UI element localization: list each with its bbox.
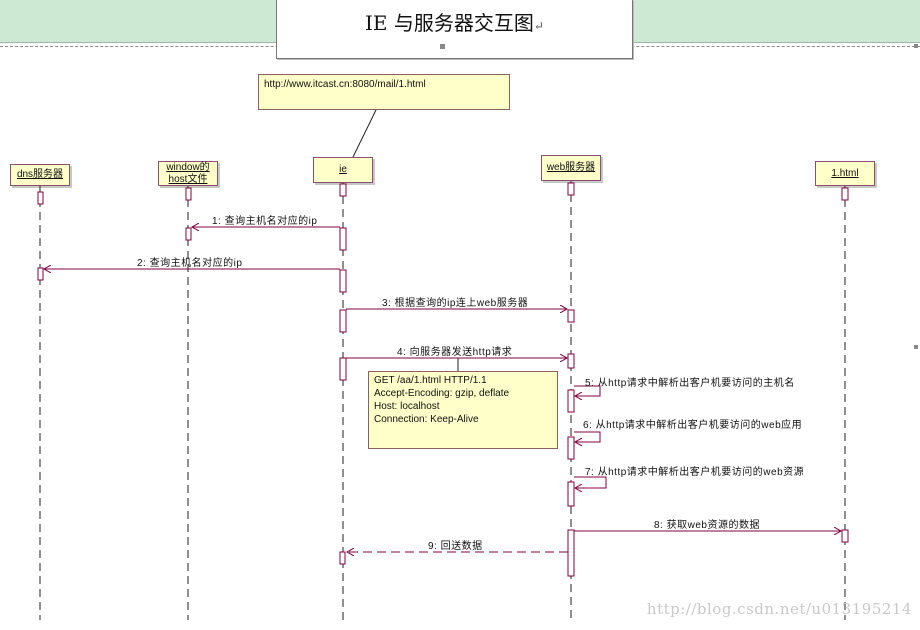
activation-web-4[interactable] <box>567 353 575 369</box>
actor-ie[interactable]: ie <box>313 157 373 183</box>
url-note[interactable]: http://www.itcast.cn:8080/mail/1.html <box>258 74 510 110</box>
message-2-label: 2: 查询主机名对应的ip <box>137 258 243 269</box>
activation-ie-1[interactable] <box>339 227 347 251</box>
activation-html-start[interactable] <box>841 187 849 201</box>
activation-ie-9[interactable] <box>339 551 346 565</box>
activation-dns-start[interactable] <box>37 191 44 205</box>
page-title: IE 与服务器交互图↵ <box>277 7 632 36</box>
edge-handle-middle[interactable] <box>914 345 918 349</box>
request-header-connection: Connection: Keep-Alive <box>374 414 479 425</box>
message-8-label: 8: 获取web资源的数据 <box>654 520 760 531</box>
activation-ie-3[interactable] <box>339 309 347 333</box>
url-note-text: http://www.itcast.cn:8080/mail/1.html <box>264 79 426 90</box>
actor-host-file[interactable]: window的host文件 <box>158 161 218 186</box>
url-note-connector <box>352 109 377 158</box>
actor-1-html[interactable]: 1.html <box>815 161 875 186</box>
activation-dns-1[interactable] <box>37 267 44 281</box>
message-arrows <box>44 227 841 552</box>
title-box[interactable]: IE 与服务器交互图↵ <box>276 0 633 59</box>
activation-web-8[interactable] <box>567 529 575 577</box>
paragraph-mark: ↵ <box>533 19 544 33</box>
activation-web-6[interactable] <box>567 436 575 460</box>
activation-web-3[interactable] <box>567 309 575 323</box>
message-6-arrow[interactable] <box>574 431 601 442</box>
message-7-label: 7: 从http请求中解析出客户机要访问的web资源 <box>585 467 805 478</box>
activation-host-1[interactable] <box>185 227 192 241</box>
request-header-host: Host: localhost <box>374 401 440 412</box>
actor-label: ie <box>339 164 347 175</box>
request-line: GET /aa/1.html HTTP/1.1 <box>374 375 487 386</box>
activation-ie-2[interactable] <box>339 269 347 293</box>
message-6-label: 6: 从http请求中解析出客户机要访问的web应用 <box>583 420 803 431</box>
actor-label: 1.html <box>831 167 859 179</box>
message-7-arrow[interactable] <box>574 476 607 488</box>
message-5-label: 5: 从http请求中解析出客户机要访问的主机名 <box>585 378 795 389</box>
request-header-accept-encoding: Accept-Encoding: gzip, deflate <box>374 388 510 399</box>
actor-label: dns服务器 <box>16 169 64 180</box>
actor-label: web服务器 <box>546 162 596 173</box>
watermark: http://blog.csdn.net/u013195214 <box>646 600 912 618</box>
message-3-label: 3: 根据查询的ip连上web服务器 <box>382 298 529 309</box>
actor-web-server[interactable]: web服务器 <box>541 155 601 181</box>
activation-host-start[interactable] <box>185 187 192 201</box>
activation-html-8[interactable] <box>841 529 849 543</box>
message-9-label: 9: 回送数据 <box>428 541 483 552</box>
http-request-note[interactable]: GET /aa/1.html HTTP/1.1 Accept-Encoding:… <box>368 371 558 449</box>
actor-label: window的host文件 <box>166 161 210 185</box>
actor-dns-server[interactable]: dns服务器 <box>10 164 70 186</box>
message-1-label: 1: 查询主机名对应的ip <box>212 216 318 227</box>
message-5-arrow[interactable] <box>574 385 601 396</box>
activation-web-start[interactable] <box>567 182 575 196</box>
edge-handle-top[interactable] <box>914 44 918 48</box>
activation-web-5[interactable] <box>567 389 575 413</box>
resize-handle[interactable] <box>440 44 445 49</box>
activation-ie-start[interactable] <box>339 183 347 197</box>
title-text: IE 与服务器交互图 <box>365 11 534 35</box>
activation-ie-4[interactable] <box>339 357 347 381</box>
message-4-label: 4: 向服务器发送http请求 <box>397 347 513 358</box>
activation-web-7[interactable] <box>567 481 575 507</box>
activations <box>37 182 849 577</box>
